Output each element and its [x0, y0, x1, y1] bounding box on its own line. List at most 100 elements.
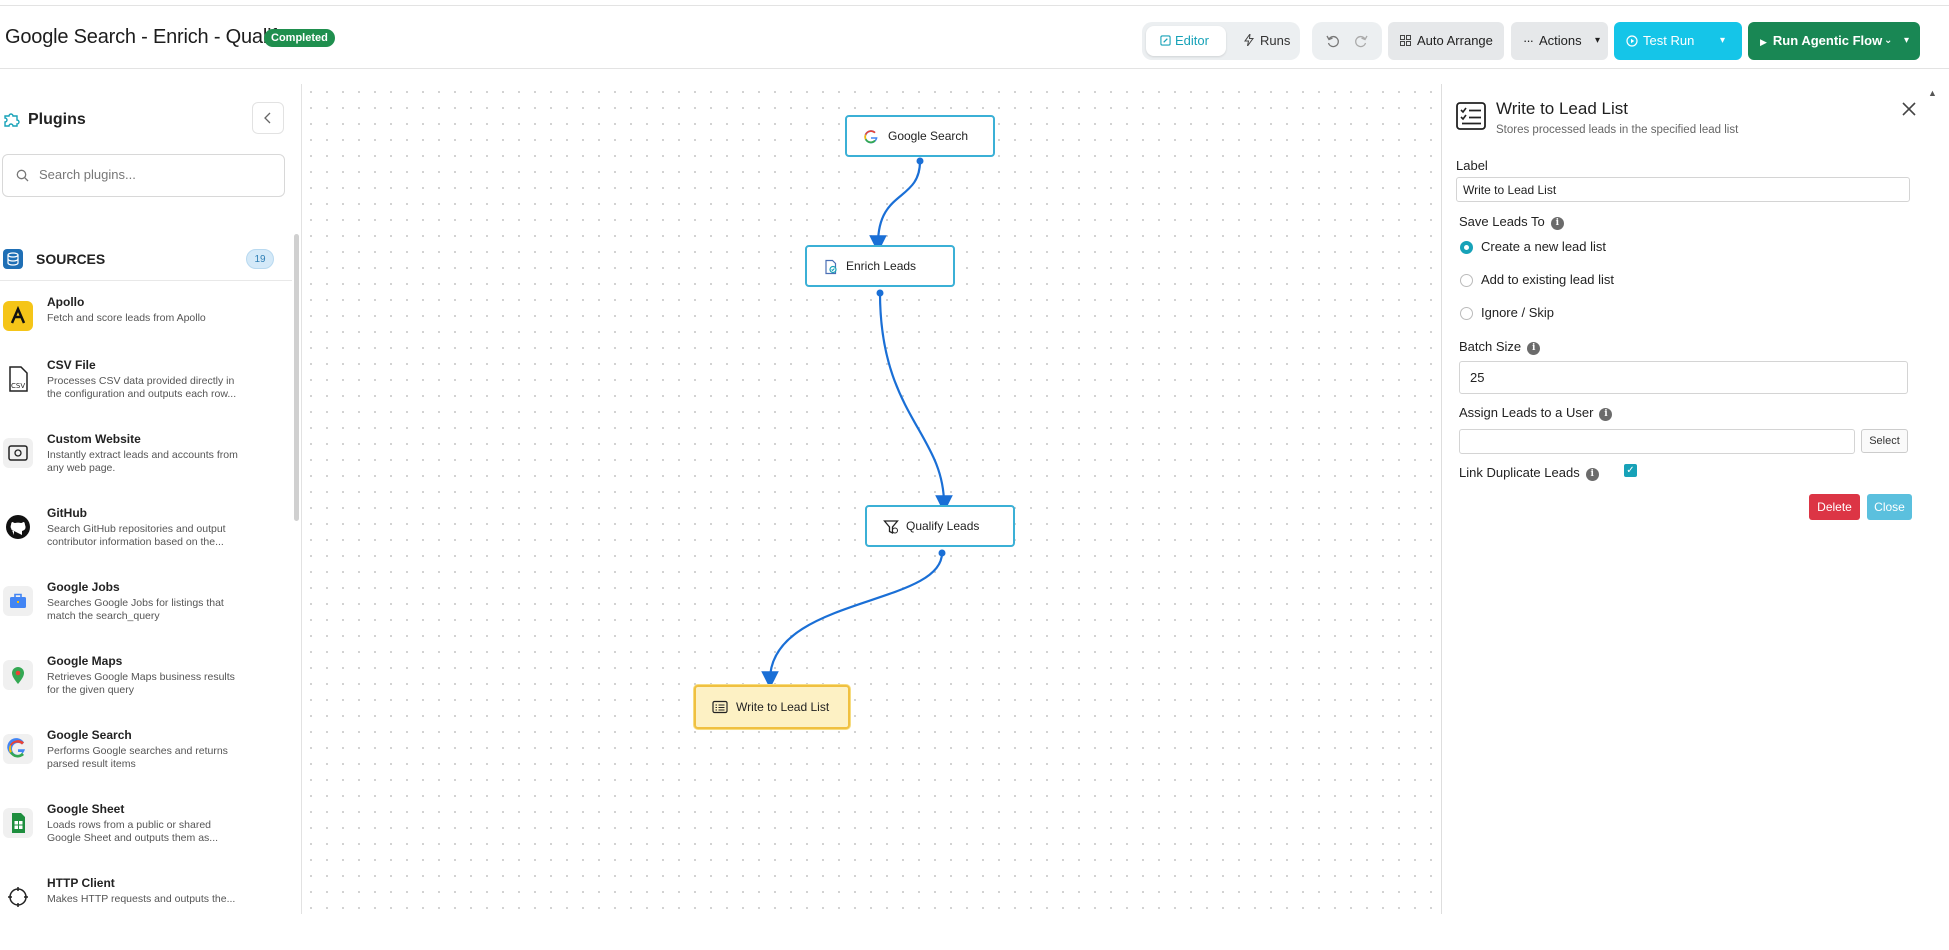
- run-agentic-flow-button[interactable]: ▶Run Agentic Flow ⌄ ▾: [1748, 22, 1920, 60]
- tab-editor-label: Editor: [1175, 33, 1209, 48]
- node-label: Qualify Leads: [906, 519, 980, 533]
- plugin-name: Google Jobs: [47, 580, 120, 594]
- auto-arrange-label: Auto Arrange: [1417, 33, 1493, 48]
- radio-button[interactable]: [1460, 307, 1473, 320]
- plugin-description: Search GitHub repositories and output co…: [47, 523, 226, 548]
- checklist-icon: [1456, 102, 1486, 130]
- info-icon[interactable]: i: [1599, 408, 1613, 421]
- tab-runs[interactable]: Runs: [1230, 26, 1296, 56]
- sidebar-scrollbar[interactable]: [294, 234, 299, 521]
- caret-down-icon[interactable]: ▾: [1720, 35, 1726, 46]
- node-enrich-leads[interactable]: Enrich Leads: [805, 245, 955, 287]
- flow-edges: [761, 157, 953, 689]
- plugin-item-google-search[interactable]: Google Search Performs Google searches a…: [0, 728, 292, 802]
- plugin-name: Google Sheet: [47, 802, 125, 816]
- filter-icon: [883, 520, 899, 535]
- plugin-search: [2, 154, 285, 197]
- github-icon: [3, 512, 33, 542]
- sources-category[interactable]: SOURCES 19: [0, 237, 292, 281]
- tab-editor[interactable]: Editor: [1146, 26, 1226, 56]
- view-switcher: Editor Runs: [1142, 22, 1300, 60]
- radio-label: Add to existing lead list: [1481, 272, 1614, 287]
- plugin-item-http-client[interactable]: HTTP Client Makes HTTP requests and outp…: [0, 876, 292, 950]
- plugin-item-custom-website[interactable]: Custom Website Instantly extract leads a…: [0, 432, 292, 506]
- batch-size-input[interactable]: [1459, 361, 1908, 394]
- radio-button[interactable]: [1460, 274, 1473, 287]
- plugin-name: HTTP Client: [47, 876, 115, 890]
- scroll-up-icon[interactable]: ▲: [1928, 88, 1937, 98]
- plugin-description: Instantly extract leads and accounts fro…: [47, 449, 238, 474]
- history-controls: [1312, 22, 1382, 60]
- plugin-item-github[interactable]: GitHub Search GitHub repositories and ou…: [0, 506, 292, 580]
- test-run-button[interactable]: Test Run ▾: [1614, 22, 1742, 60]
- chevron-down-icon: ⌄: [1884, 35, 1893, 46]
- radio-button[interactable]: [1460, 241, 1473, 254]
- node-handle[interactable]: [938, 549, 946, 557]
- assign-user-label: Assign Leads to a User i: [1459, 405, 1613, 421]
- edge-qualify-to-write[interactable]: [761, 552, 944, 689]
- close-button[interactable]: Close: [1867, 494, 1912, 520]
- undo-icon[interactable]: [1326, 34, 1340, 48]
- sheet-icon: [3, 808, 33, 838]
- plugin-description: Processes CSV data provided directly in …: [47, 375, 237, 400]
- plugin-item-apollo[interactable]: Apollo Fetch and score leads from Apollo: [0, 295, 292, 369]
- node-qualify-leads[interactable]: Qualify Leads: [865, 505, 1015, 547]
- tab-runs-label: Runs: [1260, 33, 1291, 48]
- node-label: Enrich Leads: [846, 259, 917, 273]
- flow-title: Google Search - Enrich - Qualify: [5, 26, 287, 48]
- batch-size-label: Batch Size i: [1459, 339, 1541, 355]
- node-handle[interactable]: [876, 289, 884, 297]
- redo-icon[interactable]: [1354, 34, 1368, 48]
- label-field-label: Label: [1456, 158, 1488, 173]
- info-icon[interactable]: i: [1585, 468, 1599, 481]
- plugin-item-google-jobs[interactable]: Google Jobs Searches Google Jobs for lis…: [0, 580, 292, 654]
- plugin-item-csv-file[interactable]: CSV CSV File Processes CSV data provided…: [0, 358, 292, 432]
- panel-title: Write to Lead List: [1496, 99, 1628, 118]
- delete-button[interactable]: Delete: [1809, 494, 1860, 520]
- sources-count-badge: 19: [246, 249, 274, 269]
- node-google-search[interactable]: Google Search: [845, 115, 995, 157]
- node-label: Google Search: [888, 129, 969, 143]
- plugin-description: Performs Google searches and returns par…: [47, 745, 228, 770]
- edge-search-to-enrich[interactable]: [869, 160, 922, 253]
- run-agentic-flow-label: Run Agentic Flow: [1772, 33, 1883, 48]
- plugin-item-google-maps[interactable]: Google Maps Retrieves Google Maps busine…: [0, 654, 292, 728]
- briefcase-icon: [3, 586, 33, 616]
- collapse-sidebar-button[interactable]: [252, 102, 284, 134]
- google-icon: [3, 734, 33, 764]
- batch-size-text: Batch Size: [1459, 339, 1522, 354]
- flow-canvas[interactable]: Google Search Enrich Leads Qualify Leads…: [303, 84, 1442, 914]
- plugin-name: Google Search: [47, 728, 132, 742]
- info-icon[interactable]: i: [1527, 342, 1541, 355]
- select-user-button[interactable]: Select: [1861, 429, 1908, 453]
- close-icon[interactable]: [1898, 98, 1920, 120]
- node-handle[interactable]: [766, 676, 774, 684]
- edge-enrich-to-qualify[interactable]: [878, 292, 953, 513]
- plugin-name: CSV File: [47, 358, 96, 372]
- website-icon: [3, 438, 33, 468]
- assign-user-text: Assign Leads to a User: [1459, 405, 1594, 420]
- bolt-icon: [1244, 32, 1254, 47]
- map-pin-icon: [3, 660, 33, 690]
- search-icon: [16, 169, 29, 182]
- auto-arrange-button[interactable]: Auto Arrange: [1388, 22, 1504, 60]
- plugins-sidebar: Plugins SOURCES 19 Apollo Fetch and scor…: [0, 84, 302, 914]
- plugin-item-google-sheet[interactable]: Google Sheet Loads rows from a public or…: [0, 802, 292, 876]
- link-duplicate-checkbox[interactable]: ✓: [1624, 464, 1637, 477]
- radio-label: Ignore / Skip: [1481, 305, 1554, 320]
- ellipsis-icon: ···: [1523, 33, 1534, 48]
- node-write-to-lead-list[interactable]: Write to Lead List: [694, 685, 850, 729]
- search-input[interactable]: [39, 167, 269, 182]
- actions-button[interactable]: ···Actions ▾: [1511, 22, 1608, 60]
- play-circle-icon: [1626, 35, 1638, 47]
- node-handle[interactable]: [916, 157, 924, 165]
- label-input[interactable]: [1456, 177, 1910, 202]
- caret-down-icon[interactable]: ▾: [1904, 35, 1910, 46]
- plugin-name: GitHub: [47, 506, 87, 520]
- test-run-label: Test Run: [1643, 33, 1695, 48]
- assign-user-input[interactable]: [1459, 429, 1855, 454]
- plugin-description: Retrieves Google Maps business results f…: [47, 671, 235, 696]
- info-icon[interactable]: i: [1550, 217, 1564, 230]
